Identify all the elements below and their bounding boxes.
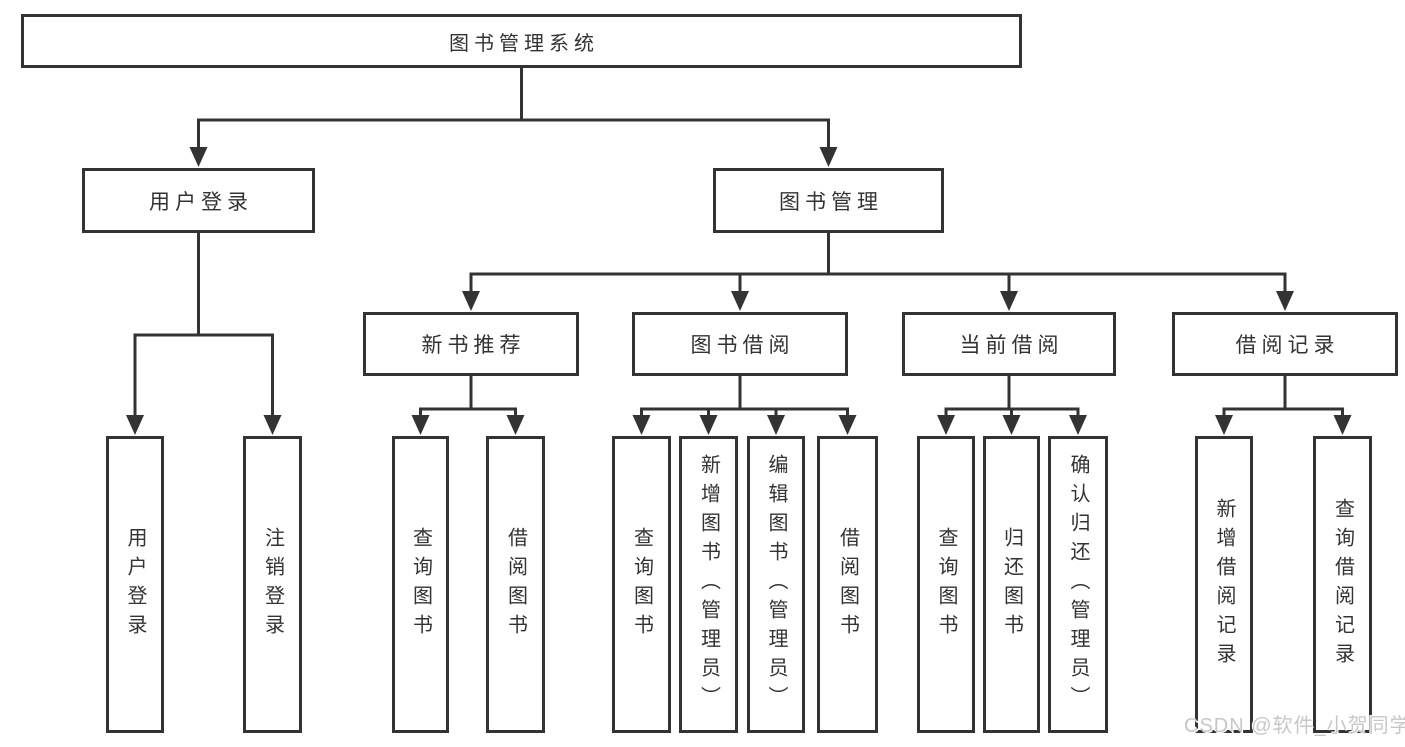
leaf-logout: 注销登录 (243, 436, 302, 733)
arrowhead-icon (731, 291, 749, 311)
leaf-confirm-return-admin: 确认归还（管理员） (1048, 436, 1108, 733)
watermark: CSDN @软件_小贺同学 (1184, 715, 1405, 737)
leaf-current-query-books: 查询图书 (917, 436, 975, 733)
arrowhead-icon (189, 147, 208, 167)
leaf-recommend-borrow-books: 借阅图书 (486, 436, 545, 733)
node-book-management-label: 图书管理 (779, 190, 883, 214)
node-root-label: 图书管理系统 (449, 32, 599, 55)
leaf-add-borrow-record: 新增借阅记录 (1195, 436, 1253, 733)
leaf-edit-books-admin: 编辑图书（管理员） (747, 436, 805, 733)
leaf-user-login: 用户登录 (106, 436, 164, 733)
leaf-borrow-query-books: 查询图书 (612, 436, 671, 733)
node-root: 图书管理系统 (21, 14, 1022, 68)
node-borrow-records: 借阅记录 (1172, 312, 1398, 376)
node-current-borrow-label: 当前借阅 (959, 334, 1064, 357)
arrowhead-icon (838, 415, 857, 435)
arrowhead-icon (1002, 415, 1021, 435)
arrowhead-icon (462, 291, 480, 311)
node-new-book-recommend: 新书推荐 (363, 312, 579, 376)
arrowhead-icon (937, 415, 955, 435)
node-book-borrow-label: 图书借阅 (690, 334, 795, 357)
arrowhead-icon (263, 415, 282, 435)
node-borrow-records-label: 借阅记录 (1235, 334, 1340, 357)
arrowhead-icon (632, 415, 651, 435)
arrowhead-icon (767, 415, 785, 435)
arrowhead-icon (1215, 415, 1233, 435)
node-current-borrow: 当前借阅 (902, 312, 1116, 376)
arrowhead-icon (1069, 415, 1087, 435)
node-new-book-recommend-label: 新书推荐 (421, 334, 526, 357)
leaf-add-books-admin: 新增图书（管理员） (679, 436, 738, 733)
arrowhead-icon (126, 415, 144, 435)
node-book-borrow: 图书借阅 (632, 312, 848, 376)
arrowhead-icon (819, 147, 838, 167)
arrowhead-icon (506, 415, 525, 435)
leaf-borrow-books: 借阅图书 (817, 436, 878, 733)
leaf-recommend-query-books: 查询图书 (392, 436, 449, 733)
arrowhead-icon (411, 415, 430, 435)
node-user-login-label: 用户登录 (149, 190, 253, 214)
node-book-management: 图书管理 (713, 168, 944, 233)
arrowhead-icon (1333, 415, 1352, 435)
leaf-return-books: 归还图书 (983, 436, 1040, 733)
leaf-query-borrow-record: 查询借阅记录 (1313, 436, 1372, 733)
node-user-login: 用户登录 (82, 168, 315, 233)
arrowhead-icon (1276, 291, 1294, 311)
arrowhead-icon (1000, 291, 1018, 311)
arrowhead-icon (699, 415, 718, 435)
